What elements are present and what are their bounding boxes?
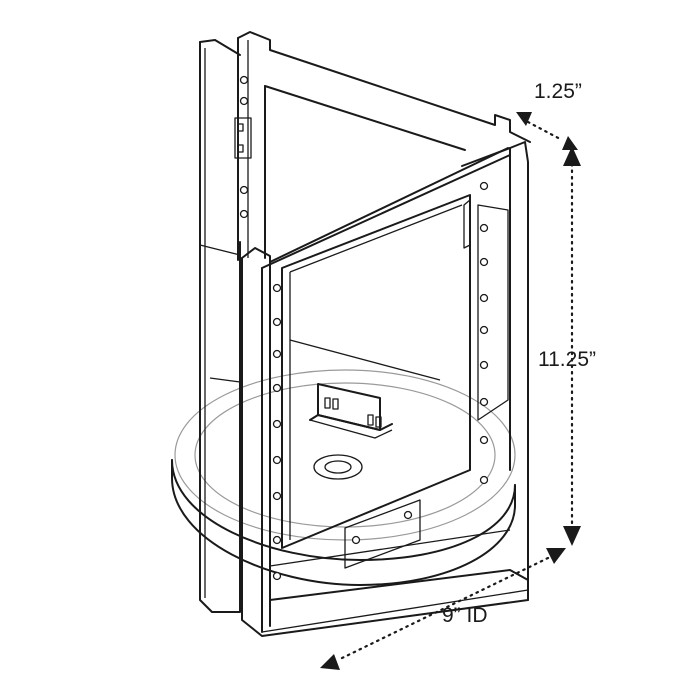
center-connector-clip [309,383,393,439]
height-label: 11.25” [538,348,596,371]
right-pocket [461,141,529,601]
height-dimension: 11.25” [538,146,596,546]
right-pocket-keyholes [479,181,489,485]
height-arrow-top [563,146,581,166]
left-panel [199,39,241,613]
back-panel [234,31,531,381]
depth-label: 1.25” [534,80,582,103]
height-arrow-bottom [563,526,581,546]
base-arrow-start [320,654,340,670]
back-panel-keyholes [239,75,249,219]
front-pocket [241,147,529,637]
center-hub [313,454,363,480]
depth-dimension: 1.25” [516,80,582,150]
depth-arrow-start [516,112,532,126]
front-pocket-keyholes [272,283,282,581]
base-arrow-end [546,548,566,564]
turntable-base [171,369,516,586]
base-label: 9” ID [442,604,488,627]
depth-arrow-end [562,136,578,150]
base-dimension: 9” ID [320,548,566,670]
